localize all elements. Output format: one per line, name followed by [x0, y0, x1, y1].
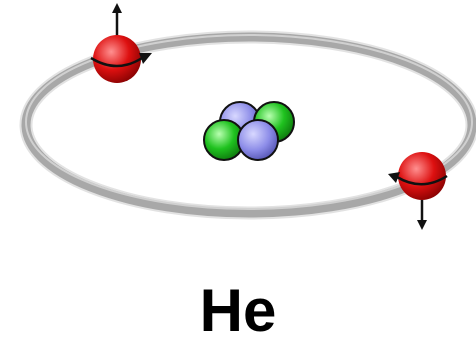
element-symbol: He	[0, 276, 476, 346]
nucleus	[204, 102, 294, 160]
neutron	[238, 120, 278, 160]
